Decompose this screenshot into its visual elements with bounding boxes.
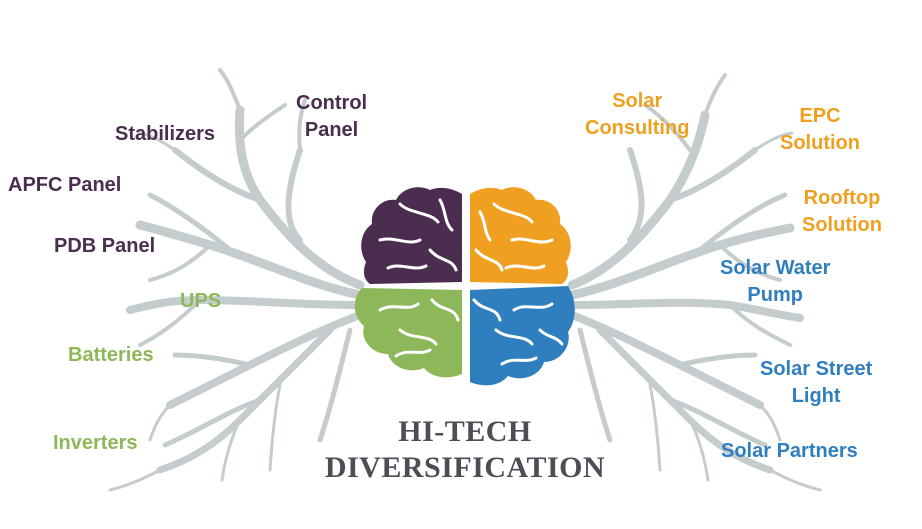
label-solar-consulting-line2: Consulting bbox=[585, 117, 690, 139]
tree-branches bbox=[108, 68, 822, 492]
label-solar-partners: Solar Partners bbox=[721, 440, 858, 462]
label-pdb-panel: PDB Panel bbox=[54, 235, 156, 257]
label-solar-street-light-line1: Solar Street bbox=[760, 358, 873, 380]
label-rooftop-solution-line2: Solution bbox=[802, 214, 882, 236]
label-solar-consulting-line1: Solar bbox=[612, 90, 663, 112]
title-line1: HI-TECH bbox=[398, 415, 532, 448]
label-control-panel-line1: Control bbox=[296, 92, 368, 114]
label-batteries: Batteries bbox=[68, 344, 154, 366]
label-ups: UPS bbox=[180, 290, 222, 312]
label-stabilizers: Stabilizers bbox=[115, 123, 216, 145]
label-solar-water-pump-line2: Pump bbox=[747, 284, 803, 306]
label-control-panel: Control Panel bbox=[296, 90, 367, 144]
brain-bottom-left-lobe bbox=[354, 288, 462, 378]
label-rooftop-solution-line1: Rooftop bbox=[803, 187, 881, 209]
brain-top-right-lobe bbox=[470, 187, 571, 284]
label-solar-consulting: Solar Consulting bbox=[585, 88, 689, 142]
diagram-title: HI-TECH DIVERSIFICATION bbox=[300, 414, 630, 486]
label-epc-solution-line1: EPC bbox=[799, 105, 841, 127]
label-solar-water-pump: Solar Water Pump bbox=[720, 255, 830, 309]
label-solar-street-light: Solar Street Light bbox=[760, 356, 872, 410]
brain-icon bbox=[354, 187, 575, 386]
brain-top-left-lobe bbox=[361, 187, 462, 284]
label-epc-solution: EPC Solution bbox=[780, 103, 860, 157]
label-solar-street-light-line2: Light bbox=[791, 385, 841, 407]
title-line2: DIVERSIFICATION bbox=[324, 451, 606, 484]
label-control-panel-line2: Panel bbox=[304, 119, 359, 141]
label-rooftop-solution: Rooftop Solution bbox=[802, 185, 882, 239]
label-apfc-panel: APFC Panel bbox=[8, 174, 122, 196]
brain-bottom-right-lobe bbox=[470, 286, 575, 386]
label-inverters: Inverters bbox=[53, 432, 138, 454]
label-epc-solution-line2: Solution bbox=[780, 132, 860, 154]
label-solar-water-pump-line1: Solar Water bbox=[720, 257, 831, 279]
